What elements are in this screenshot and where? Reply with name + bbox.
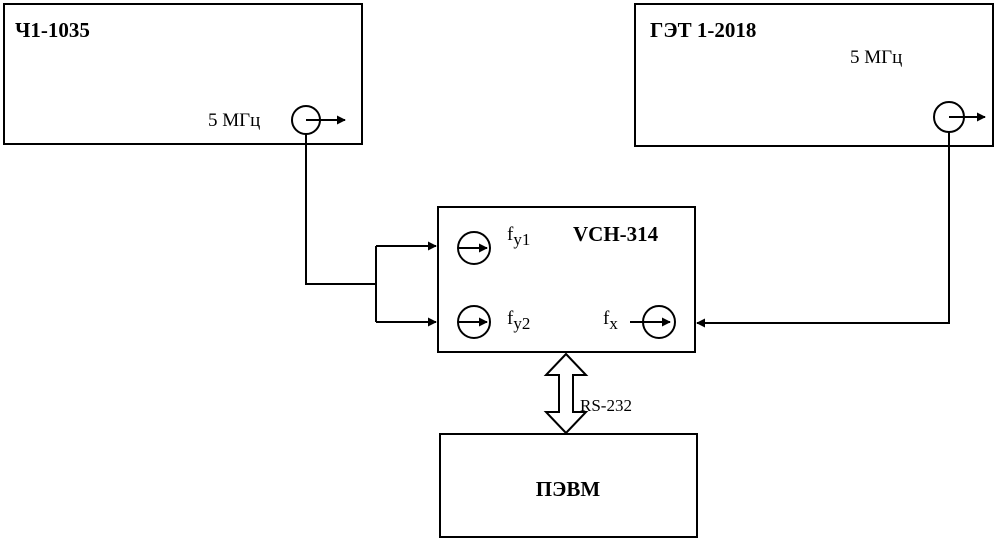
pc-title: ПЭВМ: [536, 477, 601, 501]
vch-input-fy2-label: fy2: [507, 308, 530, 333]
vch-input-fx-label: fx: [603, 308, 618, 333]
get-block: ГЭТ 1-2018 5 МГц: [634, 3, 994, 147]
vch-block: VCH-314 fy1 fy2 fx: [437, 206, 696, 353]
get-title: ГЭТ 1-2018: [650, 18, 756, 42]
get-frame: [634, 3, 994, 147]
get-to-fx-wire: [696, 132, 950, 328]
ch1-output-label: 5 МГц: [208, 110, 260, 131]
ch1-to-splitter-wire: [305, 134, 376, 285]
ch1-title: Ч1-1035: [15, 18, 90, 42]
rs232-label: RS-232: [580, 396, 632, 415]
pc-frame: [439, 433, 698, 538]
vch-title: VCH-314: [573, 222, 659, 246]
rs232-double-arrow: [543, 352, 589, 435]
vch-input-fy1-label: fy1: [507, 224, 530, 249]
get-output-label: 5 МГц: [850, 47, 902, 68]
pc-block: ПЭВМ: [439, 433, 698, 538]
ch1-block: Ч1-1035 5 МГц: [3, 3, 363, 145]
